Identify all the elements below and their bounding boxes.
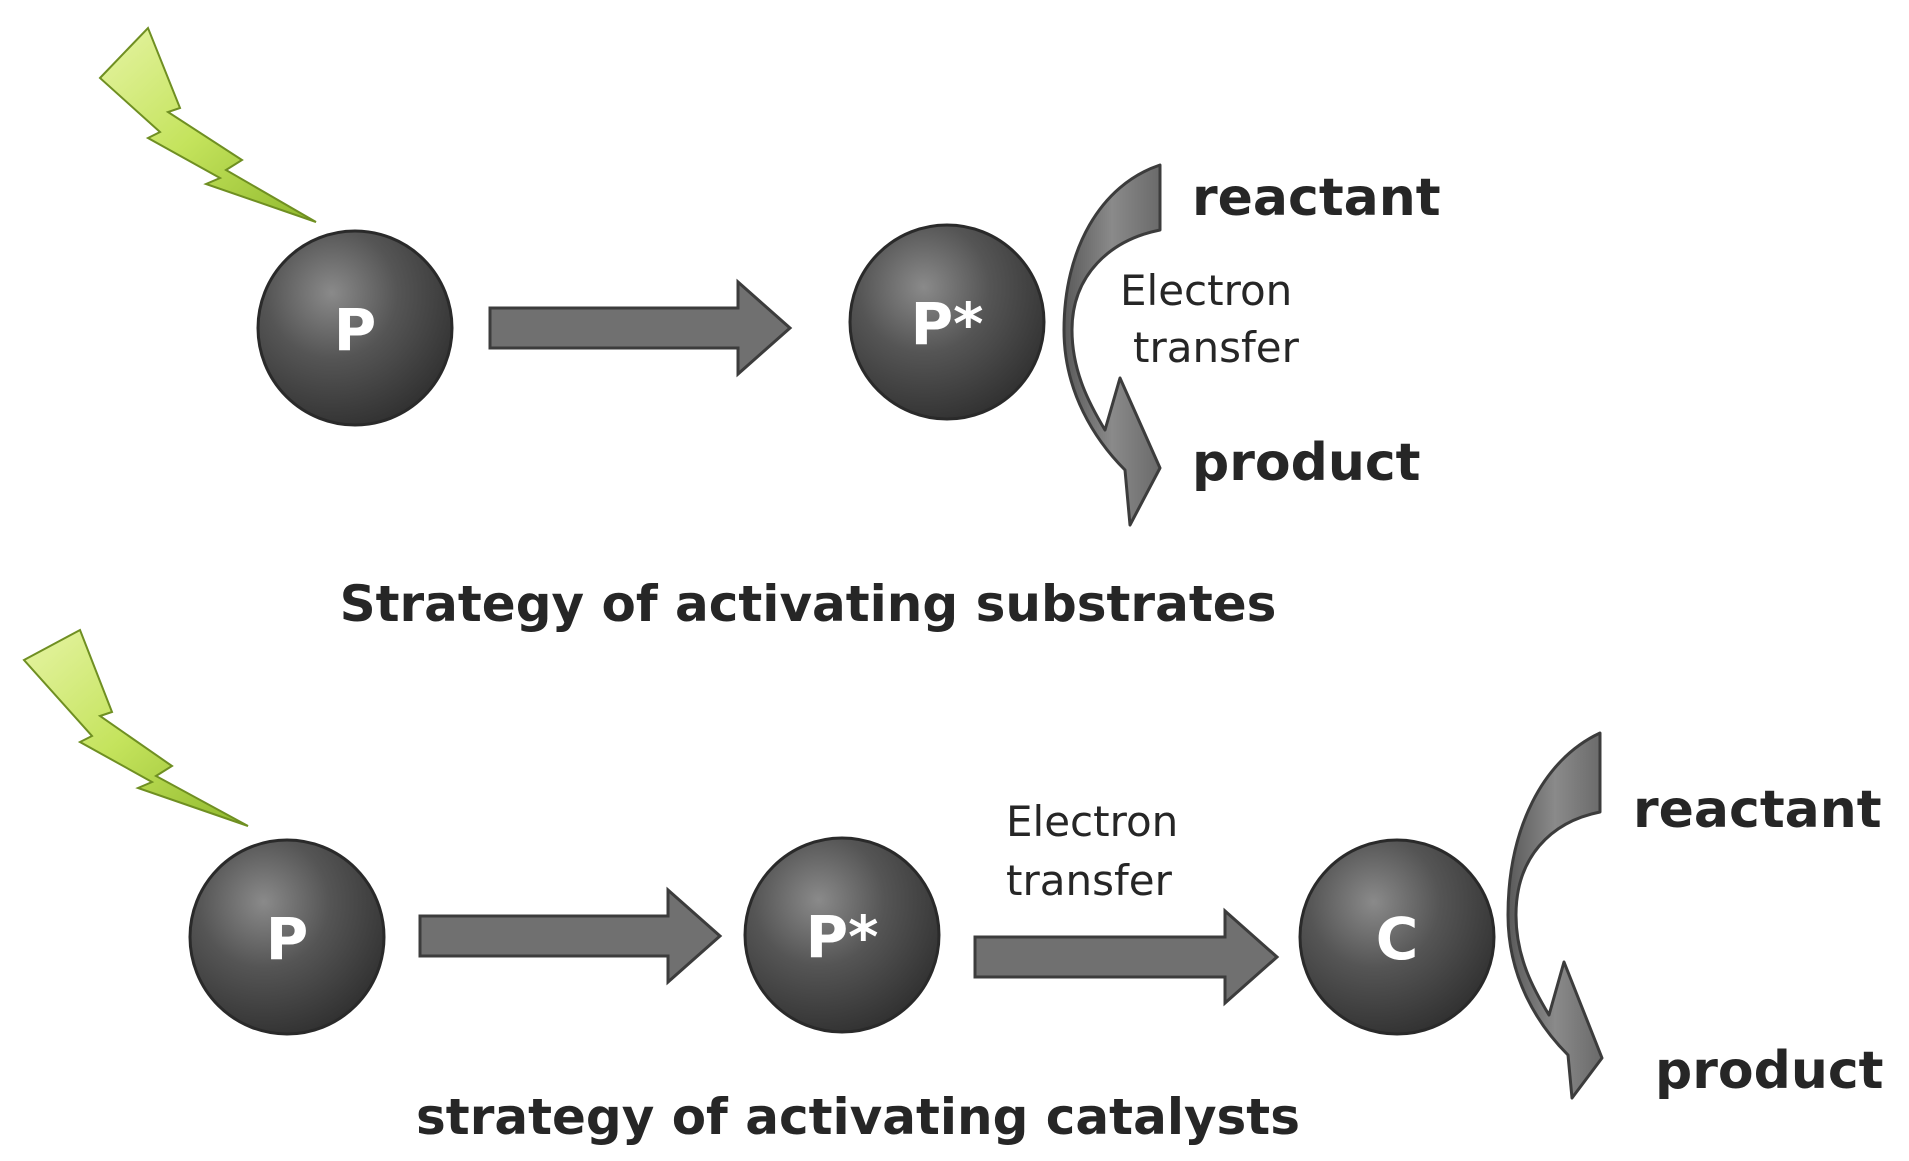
ground-state-node: P	[188, 838, 386, 1036]
electron-label: Electron	[1120, 266, 1292, 315]
lightning-bolt-icon	[98, 26, 317, 223]
bottom-scheme: P P* Electron transfer C reactant produc…	[22, 628, 1884, 1146]
transfer-label: transfer	[1133, 323, 1300, 372]
excitation-arrow	[418, 886, 723, 986]
lightning-bolt-icon	[22, 628, 249, 827]
reactant-label: reactant	[1633, 780, 1882, 840]
electron-transfer-curved-arrow	[1062, 163, 1162, 527]
node-label-p-star: P*	[806, 903, 879, 971]
reactant-label: reactant	[1192, 168, 1441, 228]
node-label-p-star: P*	[911, 290, 984, 358]
top-caption: Strategy of activating substrates	[340, 575, 1277, 633]
electron-transfer-arrow	[973, 907, 1280, 1007]
top-scheme: P P* reactant Electron transfer product …	[98, 26, 1441, 633]
catalytic-curved-arrow	[1506, 731, 1604, 1100]
electron-label: Electron	[1006, 797, 1178, 846]
transfer-label: transfer	[1006, 856, 1173, 905]
node-label-p: P	[334, 296, 377, 364]
node-label-p: P	[266, 905, 309, 973]
excitation-arrow	[488, 278, 793, 378]
product-label: product	[1192, 433, 1421, 493]
catalyst-node: C	[1298, 838, 1496, 1036]
excited-state-node: P*	[743, 836, 941, 1034]
bottom-caption: strategy of activating catalysts	[416, 1088, 1300, 1146]
node-label-c: C	[1376, 905, 1419, 973]
product-label: product	[1655, 1041, 1884, 1101]
excited-state-node: P*	[848, 223, 1046, 421]
ground-state-node: P	[256, 229, 454, 427]
